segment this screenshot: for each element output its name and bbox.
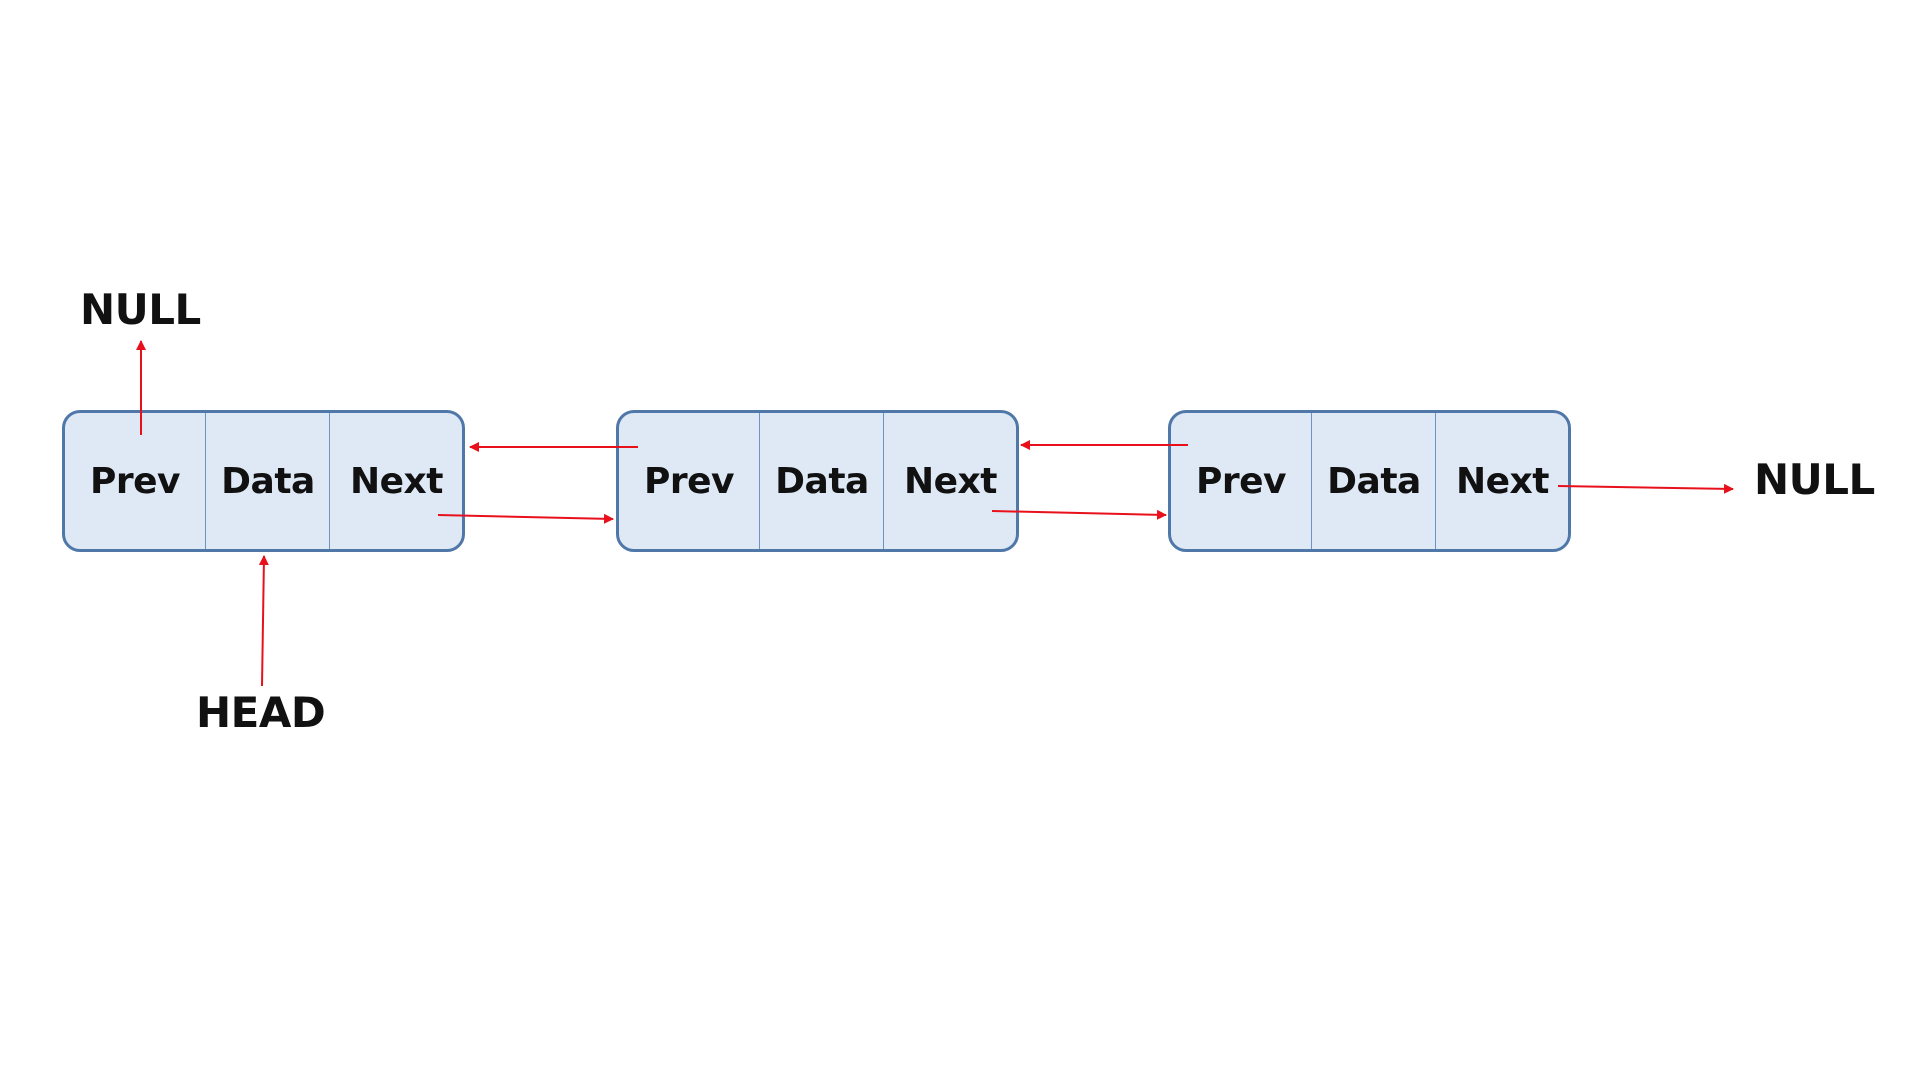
node-1-data-field: Data [205, 413, 330, 549]
arrow-head-to-node1 [258, 555, 269, 687]
node-1-prev-field: Prev [89, 460, 181, 502]
node-2-next-field: Next [883, 413, 1016, 549]
list-node-1: Prev Data Next [62, 410, 465, 552]
node-2-data-field: Data [759, 413, 884, 549]
null-label-right: NULL [1754, 455, 1875, 504]
node-3-data-field: Data [1311, 413, 1436, 549]
arrow-node1-next-to-node2 [437, 513, 614, 524]
node-1-next-field: Next [329, 413, 462, 549]
arrow-node2-next-to-node3 [991, 509, 1167, 520]
node-3-prev-field: Prev [1195, 460, 1287, 502]
node-3-next-field: Next [1435, 413, 1568, 549]
null-label-top: NULL [80, 285, 201, 334]
list-node-3: Prev Data Next [1168, 410, 1571, 552]
list-node-2: Prev Data Next [616, 410, 1019, 552]
arrow-node3-next-to-null [1557, 483, 1734, 494]
head-label: HEAD [196, 688, 326, 737]
node-2-prev-field: Prev [643, 460, 735, 502]
